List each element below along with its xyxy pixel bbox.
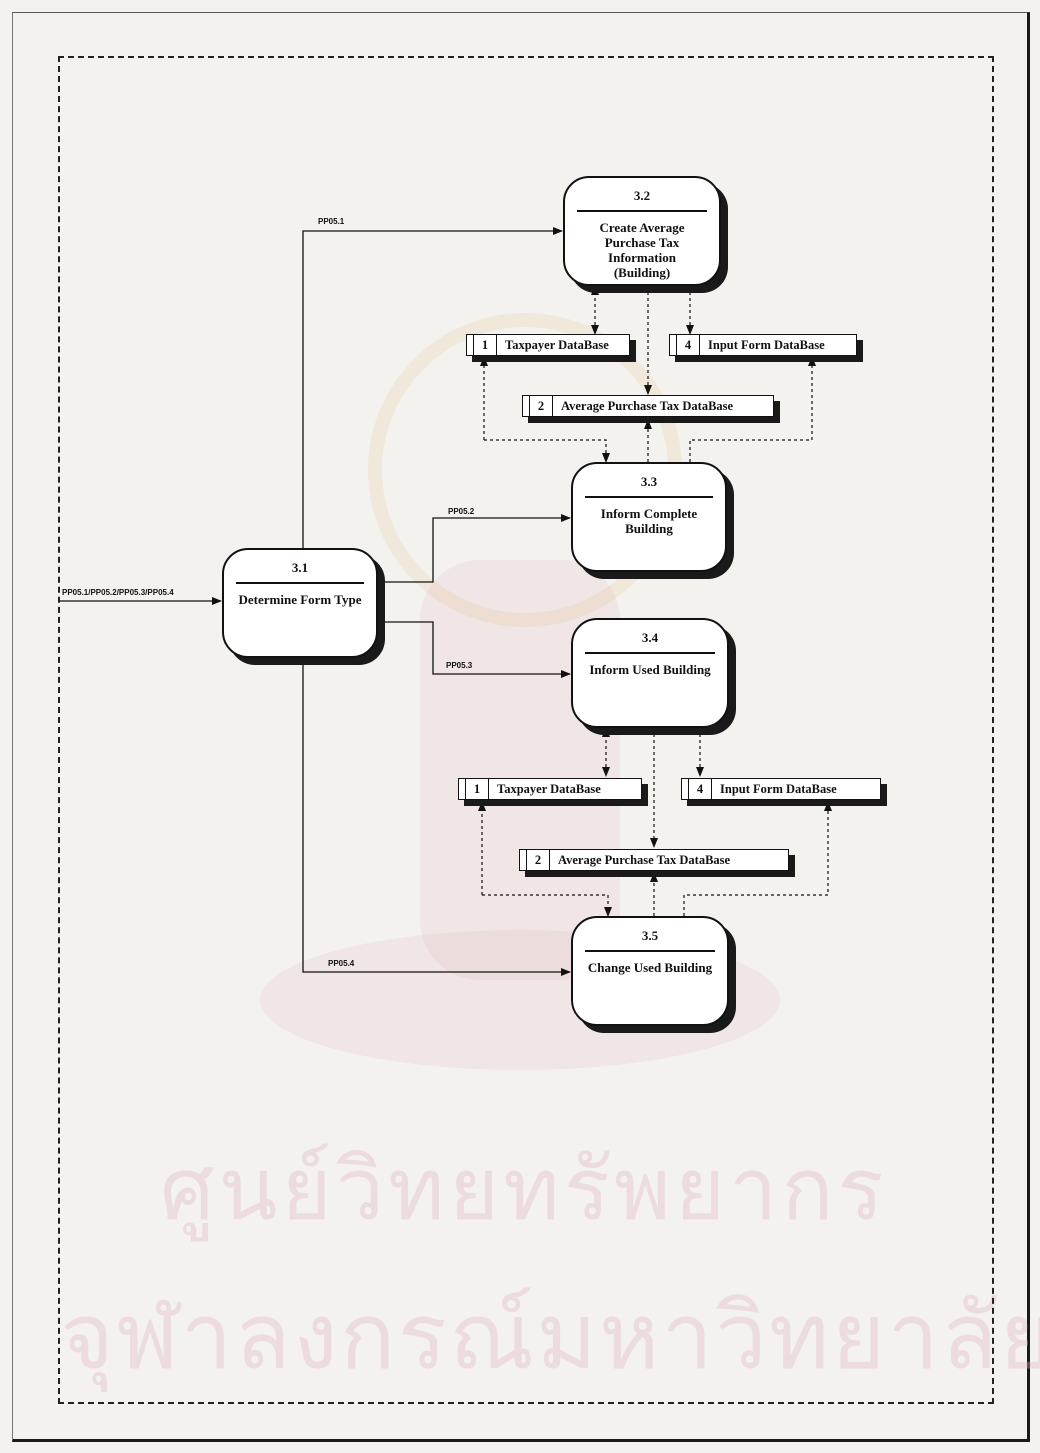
process-number: 3.2 [633,188,651,203]
process-title: Determine Form Type [238,592,362,607]
flow-label-pp052: PP05.2 [448,507,475,516]
store-name: Input Form DataBase [720,781,837,796]
process-3-2: 3.2 Create Average Purchase Tax Informat… [563,176,721,286]
process-3-3: 3.3 Inform Complete Building [571,462,727,572]
process-title: Create Average Purchase Tax Information … [599,220,685,280]
store-avg-tax-upper: 2 Average Purchase Tax DataBase [522,395,774,417]
process-divider [577,210,707,212]
flow-pp051-line [302,227,563,548]
store-input-form-lower: 4 Input Form DataBase [681,778,881,800]
store-number: 4 [677,335,700,355]
process-3-4: 3.4 Inform Used Building [571,618,729,728]
process-number: 3.5 [641,928,659,943]
store-number: 1 [466,779,489,799]
store-name: Average Purchase Tax DataBase [558,852,731,867]
flow-pp054-line [302,658,571,976]
store-name: Taxpayer DataBase [497,781,601,796]
store-taxpayer-lower: 1 Taxpayer DataBase [458,778,642,800]
store-name: Average Purchase Tax DataBase [561,398,734,413]
process-title: Change Used Building [587,960,713,975]
store-number: 1 [474,335,497,355]
process-divider [585,950,715,952]
process-3-1: 3.1 Determine Form Type [222,548,378,658]
process-number: 3.3 [640,474,658,489]
watermark-text-line1: ศูนย์วิทยทรัพยากร [160,1140,888,1240]
flow-label-input: PP05.1/PP05.2/PP05.3/PP05.4 [62,588,174,597]
page-border [12,12,1030,1442]
store-avg-tax-lower: 2 Average Purchase Tax DataBase [519,849,789,871]
store-name: Taxpayer DataBase [505,337,609,352]
flow-label-pp054: PP05.4 [328,959,355,968]
store-name: Input Form DataBase [708,337,825,352]
store-input-form-upper: 4 Input Form DataBase [669,334,857,356]
store-taxpayer-upper: 1 Taxpayer DataBase [466,334,630,356]
watermark-text-line2: จุฬาลงกรณ์มหาวิทยาลัย [60,1283,1040,1390]
process-divider [236,582,364,584]
flow-label-pp051: PP05.1 [318,217,345,226]
process-number: 3.1 [291,560,309,575]
store-number: 2 [527,850,550,870]
process-title: Inform Complete Building [600,506,698,536]
process-divider [585,496,713,498]
process-divider [585,652,715,654]
flow-pp052-line [378,514,571,583]
process-3-5: 3.5 Change Used Building [571,916,729,1026]
store-number: 2 [530,396,553,416]
store-number: 4 [689,779,712,799]
flow-label-pp053: PP05.3 [446,661,473,670]
process-title: Inform Used Building [589,662,711,677]
flow-pp053-line [378,621,571,678]
context-boundary [58,56,994,1404]
process-number: 3.4 [641,630,659,645]
